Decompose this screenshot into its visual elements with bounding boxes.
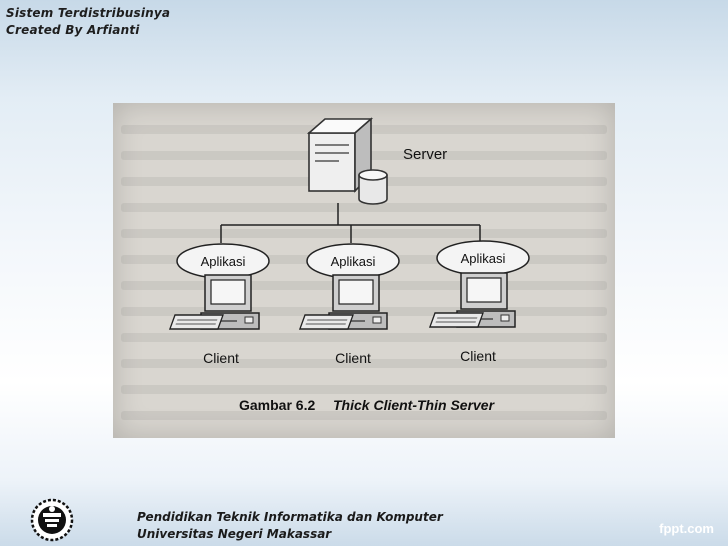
keyboard-icon	[428, 312, 484, 328]
client-computer-icon	[328, 274, 388, 330]
server-label: Server	[403, 146, 447, 163]
app-label-1: Aplikasi	[201, 254, 246, 269]
footer-department: Pendidikan Teknik Informatika dan Komput…	[137, 510, 443, 524]
footer-university: Universitas Negeri Makassar	[137, 527, 332, 541]
client-label-1: Client	[203, 350, 239, 366]
scanned-figure: Server Aplikasi Aplikasi Aplikasi	[113, 103, 615, 438]
client-label-2: Client	[335, 350, 371, 366]
figure-caption-title: Thick Client-Thin Server	[333, 397, 496, 413]
server-icon	[306, 117, 388, 205]
watermark: fppt.com	[659, 521, 714, 536]
client-label-3: Client	[460, 348, 496, 364]
keyboard-icon	[168, 314, 224, 330]
keyboard-icon	[298, 314, 354, 330]
figure-caption-number: Gambar 6.2	[239, 397, 315, 413]
client-server-diagram: Server Aplikasi Aplikasi Aplikasi	[168, 117, 530, 413]
slide-header-author: Created By Arfianti	[6, 23, 140, 37]
slide-header-title: Sistem Terdistribusinya	[6, 6, 171, 20]
network-lines	[220, 203, 481, 243]
app-label-2: Aplikasi	[331, 254, 376, 269]
app-label-3: Aplikasi	[461, 251, 506, 266]
university-logo-icon	[30, 498, 74, 542]
